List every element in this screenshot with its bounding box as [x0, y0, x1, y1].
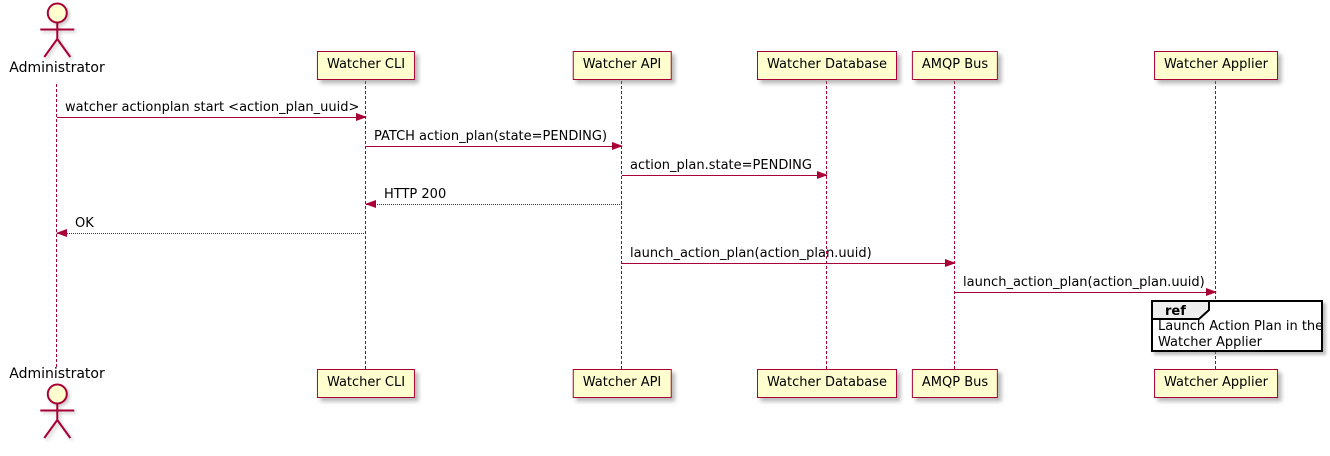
lifeline-watcher-cli	[365, 81, 366, 369]
message-arrow-ok: OK	[56, 216, 366, 237]
lifeline-administrator	[56, 84, 57, 367]
message-label: PATCH action_plan(state=PENDING)	[374, 129, 608, 144]
participant-box-watcher-database-top: Watcher Database	[757, 51, 897, 80]
participant-box-amqp-bus-bottom: AMQP Bus	[911, 369, 999, 398]
message-arrow-http-200: HTTP 200	[365, 187, 622, 208]
ref-tab-icon: ref	[1151, 300, 1210, 320]
participant-box-watcher-applier-top: Watcher Applier	[1154, 51, 1278, 80]
message-label: launch_action_plan(action_plan.uuid)	[963, 275, 1205, 290]
arrowhead-icon	[356, 112, 367, 121]
message-arrow-actionplan-start: watcher actionplan start <action_plan_uu…	[57, 100, 367, 121]
message-arrow-launch-to-applier: launch_action_plan(action_plan.uuid)	[955, 275, 1217, 296]
message-arrow-state-pending: action_plan.state=PENDING	[622, 158, 828, 179]
arrowhead-icon	[56, 228, 67, 237]
lifeline-amqp-bus	[954, 81, 955, 369]
message-label: action_plan.state=PENDING	[630, 158, 812, 173]
message-label: HTTP 200	[384, 187, 447, 202]
actor-administrator-top: Administrator	[9, 2, 105, 77]
arrowhead-icon	[365, 199, 376, 208]
ref-text-line: Launch Action Plan in the	[1158, 319, 1324, 334]
actor-label: Administrator	[9, 60, 105, 76]
message-label: watcher actionplan start <action_plan_uu…	[65, 100, 360, 115]
message-arrow-launch-to-amqp: launch_action_plan(action_plan.uuid)	[622, 246, 956, 267]
message-label: launch_action_plan(action_plan.uuid)	[630, 246, 872, 261]
participant-box-amqp-bus-top: AMQP Bus	[911, 51, 999, 80]
actor-label: Administrator	[9, 366, 105, 382]
participant-box-watcher-api-top: Watcher API	[572, 51, 672, 80]
message-arrow-patch-action-plan: PATCH action_plan(state=PENDING)	[366, 129, 623, 150]
actor-administrator-bottom: Administrator	[9, 366, 105, 441]
participant-box-watcher-cli-top: Watcher CLI	[316, 51, 416, 80]
actor-icon	[40, 2, 74, 58]
ref-keyword: ref	[1165, 304, 1186, 319]
message-label: OK	[75, 216, 94, 231]
arrowhead-icon	[817, 170, 828, 179]
ref-fragment: ref Launch Action Plan in the Watcher Ap…	[1151, 300, 1323, 352]
ref-text-line: Watcher Applier	[1158, 335, 1262, 350]
arrowhead-icon	[945, 258, 956, 267]
lifeline-watcher-api	[621, 81, 622, 369]
ref-text: Launch Action Plan in the Watcher Applie…	[1158, 319, 1323, 351]
participant-box-watcher-api-bottom: Watcher API	[572, 369, 672, 398]
actor-icon	[40, 383, 74, 439]
lifeline-watcher-applier	[1215, 81, 1216, 369]
participant-box-watcher-database-bottom: Watcher Database	[757, 369, 897, 398]
participant-box-watcher-applier-bottom: Watcher Applier	[1154, 369, 1278, 398]
arrowhead-icon	[612, 141, 623, 150]
participant-box-watcher-cli-bottom: Watcher CLI	[316, 369, 416, 398]
arrowhead-icon	[1206, 287, 1217, 296]
lifeline-watcher-database	[826, 81, 827, 369]
